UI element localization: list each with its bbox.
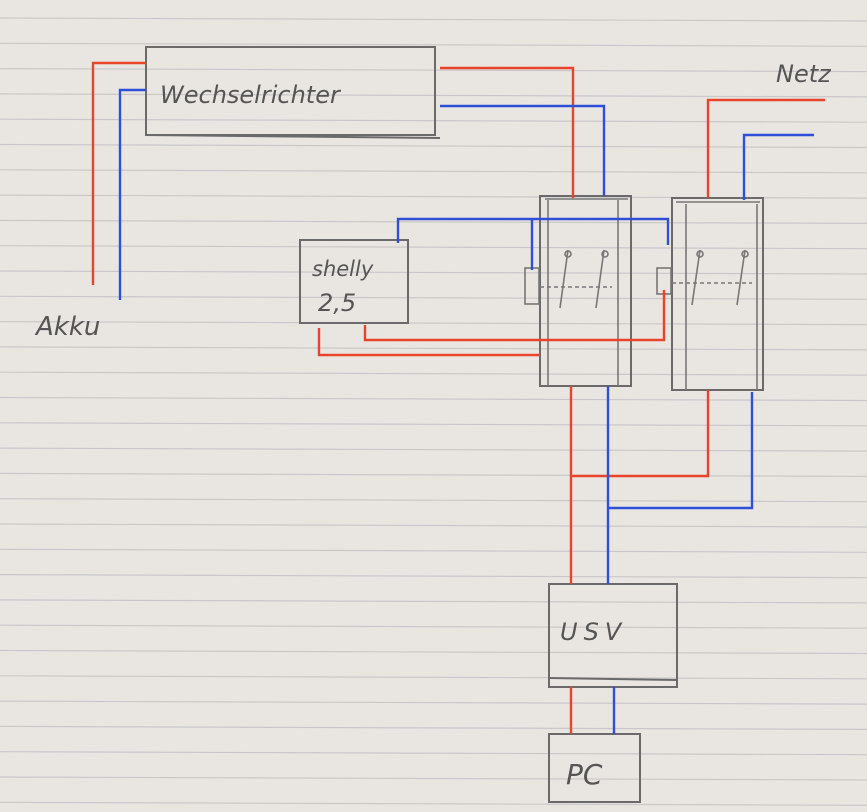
shelly-box: shelly 2,5 bbox=[299, 239, 409, 324]
ruled-line bbox=[0, 270, 867, 275]
ruled-line bbox=[0, 776, 867, 781]
battery-label: Akku bbox=[34, 312, 100, 342]
relay-1 bbox=[524, 195, 632, 387]
ruled-line bbox=[0, 68, 867, 73]
ruled-line bbox=[0, 321, 867, 326]
ruled-line bbox=[0, 42, 867, 47]
ruled-line bbox=[0, 143, 867, 149]
ruled-line bbox=[0, 422, 867, 427]
neutral-wires bbox=[118, 88, 814, 734]
ruled-line bbox=[0, 675, 867, 680]
ruled-line bbox=[0, 548, 867, 553]
ruled-line bbox=[0, 599, 867, 604]
ruled-line bbox=[0, 169, 867, 174]
ruled-line bbox=[0, 118, 867, 123]
relay-2 bbox=[656, 197, 764, 391]
inverter-label: Wechselrichter bbox=[160, 81, 342, 109]
ruled-line bbox=[0, 472, 867, 477]
ruled-line bbox=[0, 700, 867, 705]
phase-wires bbox=[91, 61, 825, 734]
ruled-line bbox=[0, 346, 867, 351]
ruled-line bbox=[0, 523, 867, 528]
inverter-box: Wechselrichter bbox=[145, 46, 441, 139]
ruled-line bbox=[0, 725, 867, 731]
ruled-line bbox=[0, 219, 867, 224]
ruled-line bbox=[0, 295, 867, 300]
ruled-line bbox=[0, 371, 867, 376]
ruled-line bbox=[0, 624, 867, 629]
ruled-line bbox=[0, 17, 867, 22]
ruled-line bbox=[0, 498, 867, 503]
ruled-line bbox=[0, 649, 867, 655]
notebook-ruled-lines bbox=[0, 17, 867, 806]
pc-label: PC bbox=[566, 758, 603, 791]
ups-label: USV bbox=[560, 618, 627, 646]
ruled-line bbox=[0, 93, 867, 98]
pc-box: PC bbox=[548, 733, 641, 803]
grid-label: Netz bbox=[776, 60, 832, 88]
ruled-line bbox=[0, 245, 867, 250]
ruled-line bbox=[0, 751, 867, 756]
ruled-line bbox=[0, 801, 867, 806]
ruled-line bbox=[0, 573, 867, 579]
ruled-line bbox=[0, 396, 867, 402]
ups-box: USV bbox=[548, 583, 678, 688]
shelly-value: 2,5 bbox=[318, 289, 356, 317]
ruled-line bbox=[0, 447, 867, 452]
shelly-label: shelly bbox=[312, 257, 374, 281]
